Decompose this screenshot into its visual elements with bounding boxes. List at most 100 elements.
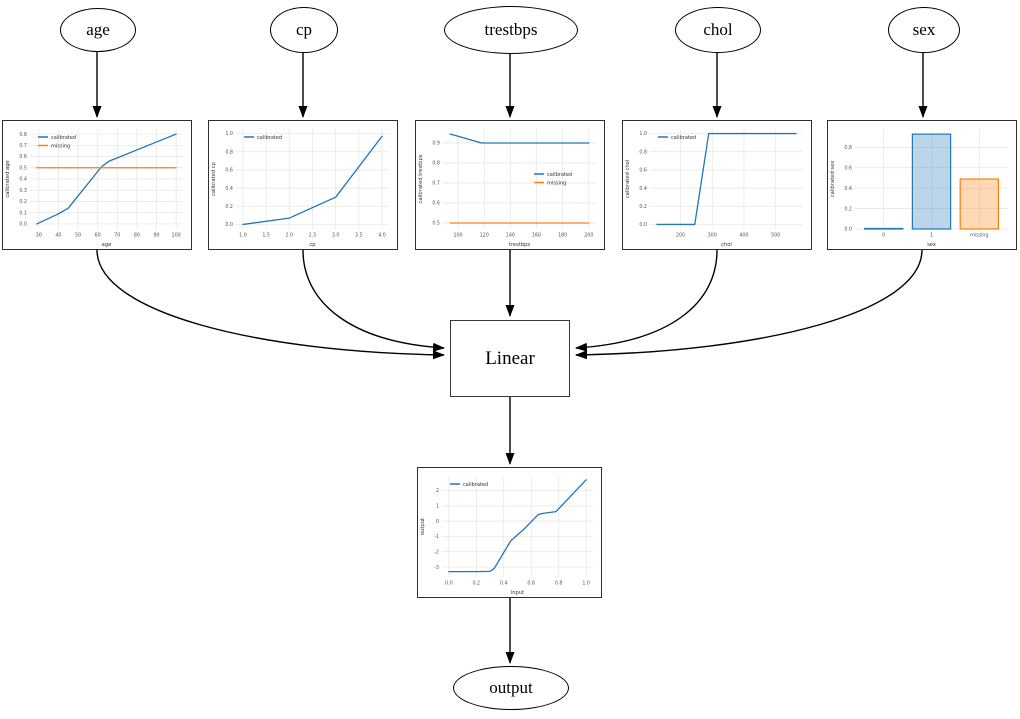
svg-text:0.0: 0.0 (19, 222, 27, 228)
node-sex-label: sex (912, 20, 936, 39)
svg-text:age: age (102, 242, 112, 248)
svg-text:0.4: 0.4 (844, 186, 852, 192)
svg-text:-1: -1 (434, 534, 439, 540)
svg-text:2.5: 2.5 (309, 233, 317, 239)
svg-text:0.4: 0.4 (639, 186, 647, 192)
svg-text:2: 2 (436, 488, 439, 494)
svg-text:-3: -3 (434, 565, 439, 571)
svg-text:0.2: 0.2 (844, 206, 852, 212)
svg-text:0.8: 0.8 (19, 132, 27, 138)
svg-text:2.0: 2.0 (285, 233, 293, 239)
svg-text:120: 120 (480, 233, 489, 239)
svg-text:0.6: 0.6 (844, 165, 852, 171)
svg-text:0.2: 0.2 (639, 204, 647, 210)
svg-text:0: 0 (882, 233, 885, 239)
svg-text:calibrated sex: calibrated sex (830, 161, 836, 198)
svg-text:0.2: 0.2 (472, 581, 480, 587)
svg-text:missing: missing (970, 233, 988, 239)
svg-text:1.0: 1.0 (225, 131, 233, 137)
svg-text:calibrated age: calibrated age (5, 160, 11, 197)
svg-text:160: 160 (532, 233, 541, 239)
node-chol-label: chol (703, 20, 733, 39)
svg-text:1: 1 (436, 504, 439, 510)
edge-cholplot-to-linear (575, 249, 718, 352)
node-linear-label: Linear (485, 347, 535, 369)
svg-text:0.8: 0.8 (432, 161, 440, 167)
node-output: output (453, 666, 569, 710)
svg-text:calibrated: calibrated (463, 482, 488, 488)
svg-text:missing: missing (51, 143, 70, 149)
svg-text:200: 200 (676, 233, 685, 239)
svg-text:calibrated trestbps: calibrated trestbps (418, 154, 424, 203)
svg-text:4.0: 4.0 (378, 233, 386, 239)
node-cp: cp (270, 7, 338, 53)
node-sex: sex (888, 7, 960, 53)
svg-text:80: 80 (134, 233, 140, 239)
svg-text:0.6: 0.6 (19, 154, 27, 160)
svg-text:0.7: 0.7 (432, 181, 440, 187)
svg-text:400: 400 (739, 233, 748, 239)
edge-cpplot-to-linear (302, 249, 445, 352)
svg-text:100: 100 (453, 233, 462, 239)
svg-text:-2: -2 (434, 549, 439, 555)
svg-text:3.5: 3.5 (355, 233, 363, 239)
svg-text:200: 200 (584, 233, 593, 239)
svg-text:0.3: 0.3 (19, 188, 27, 194)
svg-text:50: 50 (75, 233, 81, 239)
svg-text:300: 300 (708, 233, 717, 239)
edge-sexplot-to-linear (575, 249, 923, 360)
node-output-label: output (489, 678, 533, 697)
svg-text:500: 500 (771, 233, 780, 239)
svg-text:3.0: 3.0 (332, 233, 340, 239)
svg-text:0.7: 0.7 (19, 143, 27, 149)
svg-text:0.8: 0.8 (555, 581, 563, 587)
node-trestbps-label: trestbps (484, 20, 538, 39)
svg-text:output: output (420, 518, 426, 535)
node-age-label: age (86, 20, 110, 39)
svg-text:calibrated chol: calibrated chol (625, 160, 631, 198)
svg-text:0.8: 0.8 (225, 149, 233, 155)
svg-text:input: input (511, 590, 524, 596)
svg-text:1.5: 1.5 (262, 233, 270, 239)
svg-text:0.9: 0.9 (432, 141, 440, 147)
svg-text:60: 60 (95, 233, 101, 239)
svg-text:trestbps: trestbps (509, 242, 531, 248)
node-cp-label: cp (295, 20, 313, 39)
svg-text:0.0: 0.0 (639, 222, 647, 228)
svg-text:0.6: 0.6 (639, 168, 647, 174)
node-linear: Linear (450, 320, 570, 397)
svg-text:missing: missing (547, 180, 566, 186)
svg-text:0.6: 0.6 (527, 581, 535, 587)
svg-text:0.5: 0.5 (432, 221, 440, 227)
svg-text:0.5: 0.5 (19, 165, 27, 171)
edge-ageplot-to-linear (96, 249, 445, 360)
svg-text:calibrated: calibrated (51, 135, 76, 141)
svg-text:0.1: 0.1 (19, 210, 27, 216)
node-chol: chol (675, 7, 761, 53)
svg-text:180: 180 (558, 233, 567, 239)
svg-text:70: 70 (114, 233, 120, 239)
node-trestbps: trestbps (444, 6, 578, 54)
svg-text:calibrated: calibrated (257, 135, 282, 141)
svg-text:30: 30 (36, 233, 42, 239)
svg-text:40: 40 (55, 233, 61, 239)
svg-text:chol: chol (721, 242, 732, 248)
svg-text:0.0: 0.0 (225, 222, 233, 228)
svg-text:90: 90 (153, 233, 159, 239)
svg-text:0.6: 0.6 (432, 201, 440, 207)
svg-text:0.4: 0.4 (19, 177, 27, 183)
svg-text:calibrated: calibrated (547, 172, 572, 178)
svg-text:0: 0 (436, 519, 439, 525)
